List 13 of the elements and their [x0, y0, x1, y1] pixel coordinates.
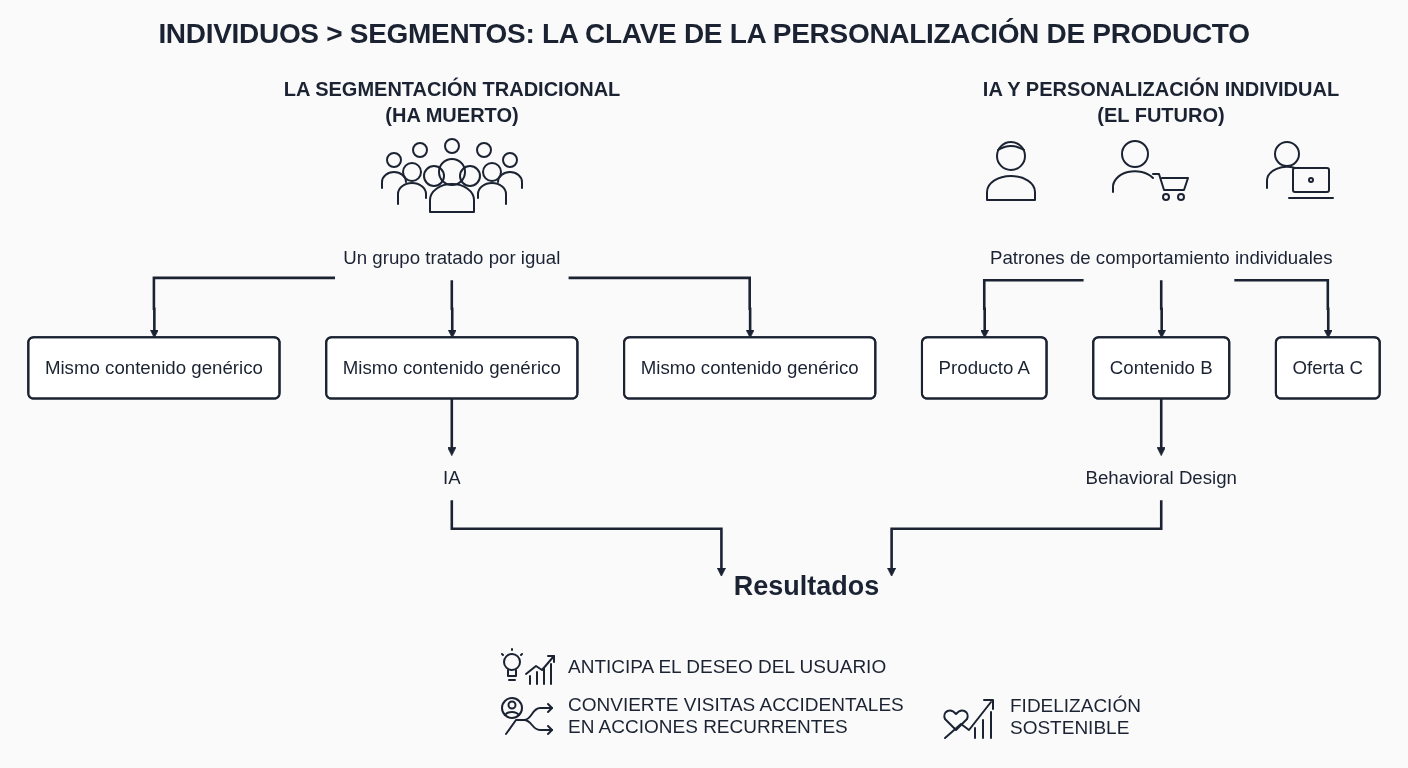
- section-heading: LA SEGMENTACIÓN TRADICIONAL (HA MUERTO): [282, 76, 622, 128]
- node-text: Patrones de comportamiento individuales: [989, 247, 1333, 268]
- arrow: [450, 498, 726, 577]
- result-text: CONVIERTE VISITAS ACCIDENTALES EN ACCIONES RECURRENTES: [568, 694, 905, 738]
- arrow: [887, 498, 1163, 577]
- result-text: ANTICIPA EL DESEO DEL USUARIO: [568, 656, 887, 678]
- node-text: Resultados: [733, 569, 880, 601]
- section-heading: IA Y PERSONALIZACIÓN INDIVIDUAL (EL FUTURO): [981, 76, 1341, 128]
- node-text: Behavioral Design: [1085, 467, 1238, 488]
- result-text: FIDELIZACIÓN SOSTENIBLE: [1010, 695, 1142, 739]
- diagram-title: INDIVIDUOS > SEGMENTOS: LA CLAVE DE LA PERSONALIZACIÓN DE PRODUCTO: [158, 18, 1250, 50]
- node-text: IA: [442, 467, 461, 488]
- node-text: Un grupo tratado por igual: [343, 247, 561, 268]
